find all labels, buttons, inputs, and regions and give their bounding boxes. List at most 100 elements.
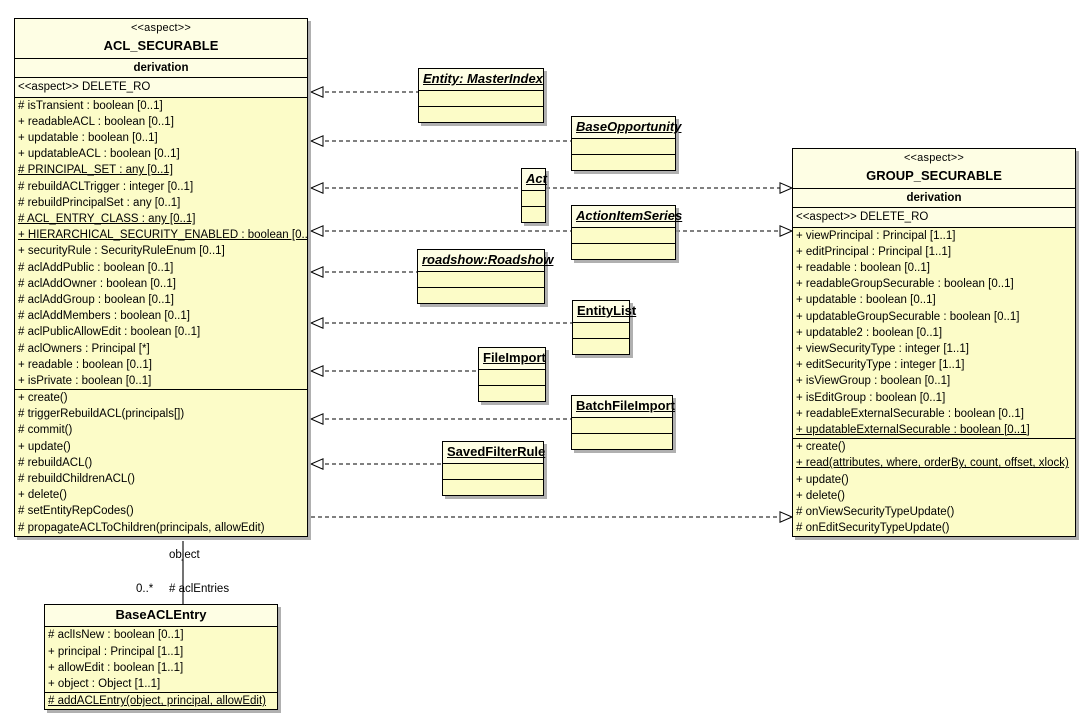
class-derivation-label: derivation [15,59,307,79]
attributes-compartment [573,323,629,338]
attributes-compartment [479,370,545,385]
class-header-base-acl-entry: BaseACLEntry [45,605,277,628]
operations-compartment-acl-securable: + create() # triggerRebuildACL(principals… [15,389,307,536]
operations-compartment [418,287,544,303]
class-title: roadshow:Roadshow [422,252,554,267]
class-feature: + securityRule : SecurityRuleEnum [0..1] [18,245,225,258]
class-title: GROUP_SECURABLE [866,167,1002,183]
attributes-compartment [418,272,544,287]
class-actionitemseries[interactable]: ActionItemSeries [571,205,683,261]
class-feature: # commit() [18,424,73,437]
class-feature: + update() [796,473,849,486]
class-header-roadshow: roadshow:Roadshow [418,250,554,273]
class-feature: + updatable : boolean [0..1] [18,132,158,145]
class-feature: # rebuildACLTrigger : integer [0..1] [18,180,194,193]
class-group-securable[interactable]: <<aspect>> GROUP_SECURABLE derivation <<… [792,148,1076,538]
class-tagline: <<aspect>> DELETE_RO [793,208,1075,228]
class-title: ACL_SECURABLE [103,37,219,53]
class-feature: # rebuildChildrenACL() [18,473,135,486]
class-title: Entity: MasterIndex [423,71,543,86]
class-base-acl-entry[interactable]: BaseACLEntry # aclIsNew : boolean [0..1]… [44,604,278,711]
realization-edges-left [311,92,572,464]
class-feature: # rebuildPrincipalSet : any [0..1] [18,196,181,209]
class-entitylist[interactable]: EntityList [572,300,637,356]
class-feature: # aclAddMembers : boolean [0..1] [18,310,190,323]
class-feature: + delete() [18,489,67,502]
class-feature: + updatable2 : boolean [0..1] [796,326,943,339]
class-feature: + update() [18,440,71,453]
class-feature: + readableGroupSecurable : boolean [0..1… [796,278,1014,291]
attributes-compartment [419,91,543,106]
class-title: FileImport [483,350,546,365]
class-header-acl-securable: <<aspect>> ACL_SECURABLE [15,19,307,60]
class-feature: + viewSecurityType : integer [1..1] [796,343,969,356]
class-feature: + read(attributes, where, orderBy, count… [796,457,1069,470]
operations-compartment [573,338,629,354]
class-title: BatchFileImport [576,398,675,413]
class-roadshow[interactable]: roadshow:Roadshow [417,249,554,305]
class-feature: + isViewGroup : boolean [0..1] [796,375,951,388]
attributes-compartment [572,228,675,243]
class-feature: + readable : boolean [0..1] [18,358,152,371]
class-header-group-securable: <<aspect>> GROUP_SECURABLE [793,149,1075,190]
class-feature: # triggerRebuildACL(principals[]) [18,408,185,421]
class-header-entity-masterindex: Entity: MasterIndex [419,69,543,92]
operations-compartment [443,479,543,495]
class-entity-masterindex[interactable]: Entity: MasterIndex [418,68,544,124]
class-feature: + editPrincipal : Principal [1..1] [796,245,952,258]
class-fileimport[interactable]: FileImport [478,347,546,403]
association-multiplicity-label: 0..* [136,583,154,595]
class-title: ActionItemSeries [576,208,683,223]
class-derivation-label: derivation [793,189,1075,209]
attributes-compartment-group-securable: + viewPrincipal : Principal [1..1]+ edit… [793,228,1075,438]
association-role-start-label: # aclEntries [169,583,230,595]
operations-compartment [479,385,545,401]
class-title: Act [526,171,547,186]
class-act[interactable]: Act [521,168,547,224]
class-header-savedfilterrule: SavedFilterRule [443,442,545,465]
class-feature: # addACLEntry(object, principal, allowEd… [48,695,266,708]
class-feature: + readableExternalSecurable : boolean [0… [796,407,1024,420]
attributes-compartment [572,418,672,433]
class-acl-securable[interactable]: <<aspect>> ACL_SECURABLE derivation <<as… [14,18,308,537]
operations-compartment [419,106,543,122]
class-header-fileimport: FileImport [479,348,546,371]
class-header-batchfileimport: BatchFileImport [572,396,675,419]
class-feature: # onViewSecurityTypeUpdate() [796,505,955,518]
class-feature: # aclOwners : Principal [*] [18,342,150,355]
class-feature: + isEditGroup : boolean [0..1] [796,391,946,404]
operations-compartment-group-securable: + create()+ read(attributes, where, orde… [793,438,1075,536]
class-stereotype: <<aspect>> [130,22,192,34]
class-feature: + updatable : boolean [0..1] [796,294,936,307]
operations-compartment [572,433,672,449]
class-feature: # aclIsNew : boolean [0..1] [48,629,184,642]
attributes-compartment-base-acl-entry: # aclIsNew : boolean [0..1] + principal :… [45,627,277,692]
operations-compartment [572,154,675,170]
class-feature: + principal : Principal [1..1] [48,645,184,658]
attributes-compartment [522,191,545,206]
class-feature: + allowEdit : boolean [1..1] [48,661,184,674]
class-feature: + updatableExternalSecurable : boolean [… [796,423,1030,436]
class-baseopportunity[interactable]: BaseOpportunity [571,116,682,172]
class-batchfileimport[interactable]: BatchFileImport [571,395,675,451]
operations-compartment [522,206,545,222]
class-stereotype: <<aspect>> [903,152,965,164]
class-feature: # rebuildACL() [18,456,93,469]
class-feature: # PRINCIPAL_SET : any [0..1] [18,164,173,177]
class-savedfilterrule[interactable]: SavedFilterRule [442,441,545,497]
class-feature: + object : Object [1..1] [48,678,161,691]
class-feature: + create() [18,392,68,405]
class-header-baseopportunity: BaseOpportunity [572,117,682,140]
class-feature: # aclAddGroup : boolean [0..1] [18,293,174,306]
class-feature: + delete() [796,489,845,502]
class-feature: + readableACL : boolean [0..1] [18,115,174,128]
class-title: EntityList [577,303,637,318]
class-title: BaseACLEntry [115,607,207,622]
class-feature: # propagateACLToChildren(principals, all… [18,521,265,534]
class-feature: # onEditSecurityTypeUpdate() [796,522,950,535]
class-header-actionitemseries: ActionItemSeries [572,206,683,229]
class-title: BaseOpportunity [576,119,682,134]
operations-compartment [572,243,675,259]
class-tagline: <<aspect>> DELETE_RO [15,78,307,98]
attributes-compartment [443,464,543,479]
